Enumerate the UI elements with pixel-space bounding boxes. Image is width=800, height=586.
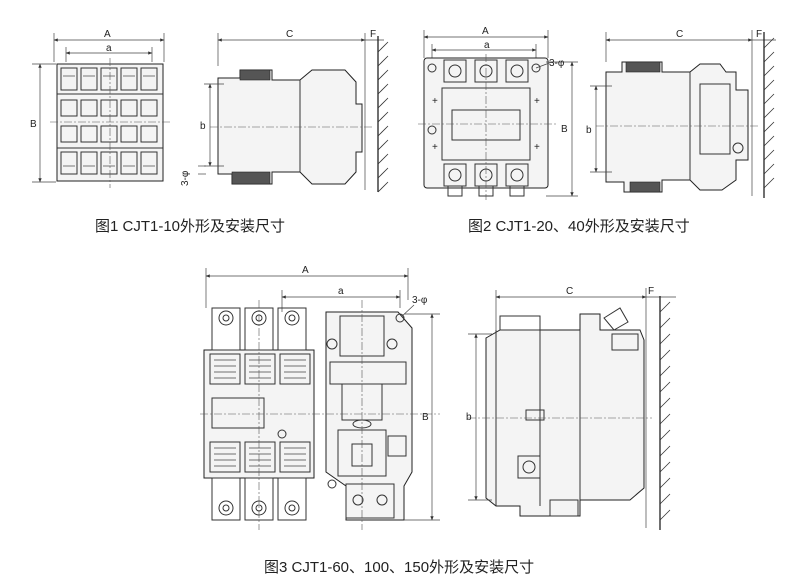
fig2-dim-C-label: C: [676, 29, 683, 40]
fig2-mount-hole-ml: [427, 125, 437, 135]
fig3-center-screw: [277, 429, 287, 439]
fig2-dim-F-label: F: [756, 29, 762, 40]
fig2-plus-mark-4: +: [534, 142, 540, 153]
fig2-dim-b-label: b: [586, 125, 592, 136]
fig3-coil-terminal: [517, 455, 541, 479]
fig3-dim-a-label: a: [338, 286, 344, 297]
fig2-side-body: [605, 61, 749, 193]
fig3-lower-arc-chutes: [209, 441, 311, 473]
fig3-side-view: C F b: [466, 286, 676, 530]
fig1-front-view: A a B: [30, 29, 170, 188]
fig2-bottom-terminal-block: [629, 181, 661, 193]
fig3-mount-hole-bl: [327, 479, 337, 489]
fig3-bottom-terminal-block: [549, 499, 579, 517]
fig3-mount-hole-tr: [395, 313, 405, 323]
fig1-dim-A-label: A: [104, 29, 111, 40]
fig1-top-terminals: [60, 67, 158, 91]
fig3-dim-F-label: F: [648, 286, 654, 297]
fig2-mount-hole-tl: [427, 63, 437, 73]
fig3-caption: 图3 CJT1-60、100、150外形及安装尺寸: [264, 559, 534, 576]
fig3-wall-hatch: [659, 301, 671, 521]
fig1-wall-hatch: [377, 41, 389, 193]
fig3-nameplate: [211, 397, 265, 429]
fig2-hole-label: 3-φ: [549, 58, 565, 69]
fig2-plus-mark-3: +: [534, 96, 540, 107]
fig2-plus-mark-1: +: [432, 96, 438, 107]
fig3-side-body: [485, 313, 645, 517]
fig3-hole-label: 3-φ: [412, 295, 428, 306]
fig1-dim-C-label: C: [286, 29, 293, 40]
fig1-top-terminal-block: [239, 69, 271, 81]
fig2-front-view: A a + + + +: [418, 26, 578, 200]
fig3-aux-contacts: [345, 483, 395, 519]
fig3-release-lever: [603, 307, 629, 331]
fig2-mount-hole-tr: [531, 63, 541, 73]
fig2-dim-A-label: A: [482, 26, 489, 37]
fig2-wall-hatch: [763, 37, 775, 189]
fig2-dim-B-label: B: [561, 124, 568, 135]
fig3-coil-mechanism: [325, 311, 413, 521]
fig1-bottom-terminals: [60, 151, 158, 175]
fig1-dim-b-label: b: [200, 121, 206, 132]
fig1-bottom-terminal-block: [231, 171, 271, 185]
fig2-side-view: C F b: [586, 29, 776, 198]
fig2-coil-housing: [699, 83, 731, 155]
fig1-side-view: C F b 3-φ: [180, 29, 389, 193]
fig2-dim-a-label: a: [484, 40, 490, 51]
fig2-side-screw: [732, 142, 744, 154]
fig1-caption: 图1 CJT1-10外形及安装尺寸: [95, 218, 285, 235]
fig1-dim-F-label: F: [370, 29, 376, 40]
fig1-hole-label: 3-φ: [180, 170, 191, 186]
fig1-dim-B-label: B: [30, 119, 37, 130]
fig3-dim-C-label: C: [566, 286, 573, 297]
fig3-upper-arc-chutes: [209, 353, 311, 385]
fig2-plus-mark-2: +: [432, 142, 438, 153]
fig1-middle-cells: [60, 99, 158, 143]
fig1-dim-a-label: a: [106, 43, 112, 54]
fig3-side-label-plate: [525, 409, 545, 421]
fig3-dim-b-label: b: [466, 412, 472, 423]
fig3-dim-B-label: B: [422, 412, 429, 423]
fig3-front-view: A a 3-φ: [200, 265, 440, 530]
fig2-caption: 图2 CJT1-20、40外形及安装尺寸: [468, 218, 690, 235]
fig3-top-terminal-block: [499, 315, 541, 331]
fig3-dim-A-label: A: [302, 265, 309, 276]
fig2-top-terminal-block: [625, 61, 661, 73]
